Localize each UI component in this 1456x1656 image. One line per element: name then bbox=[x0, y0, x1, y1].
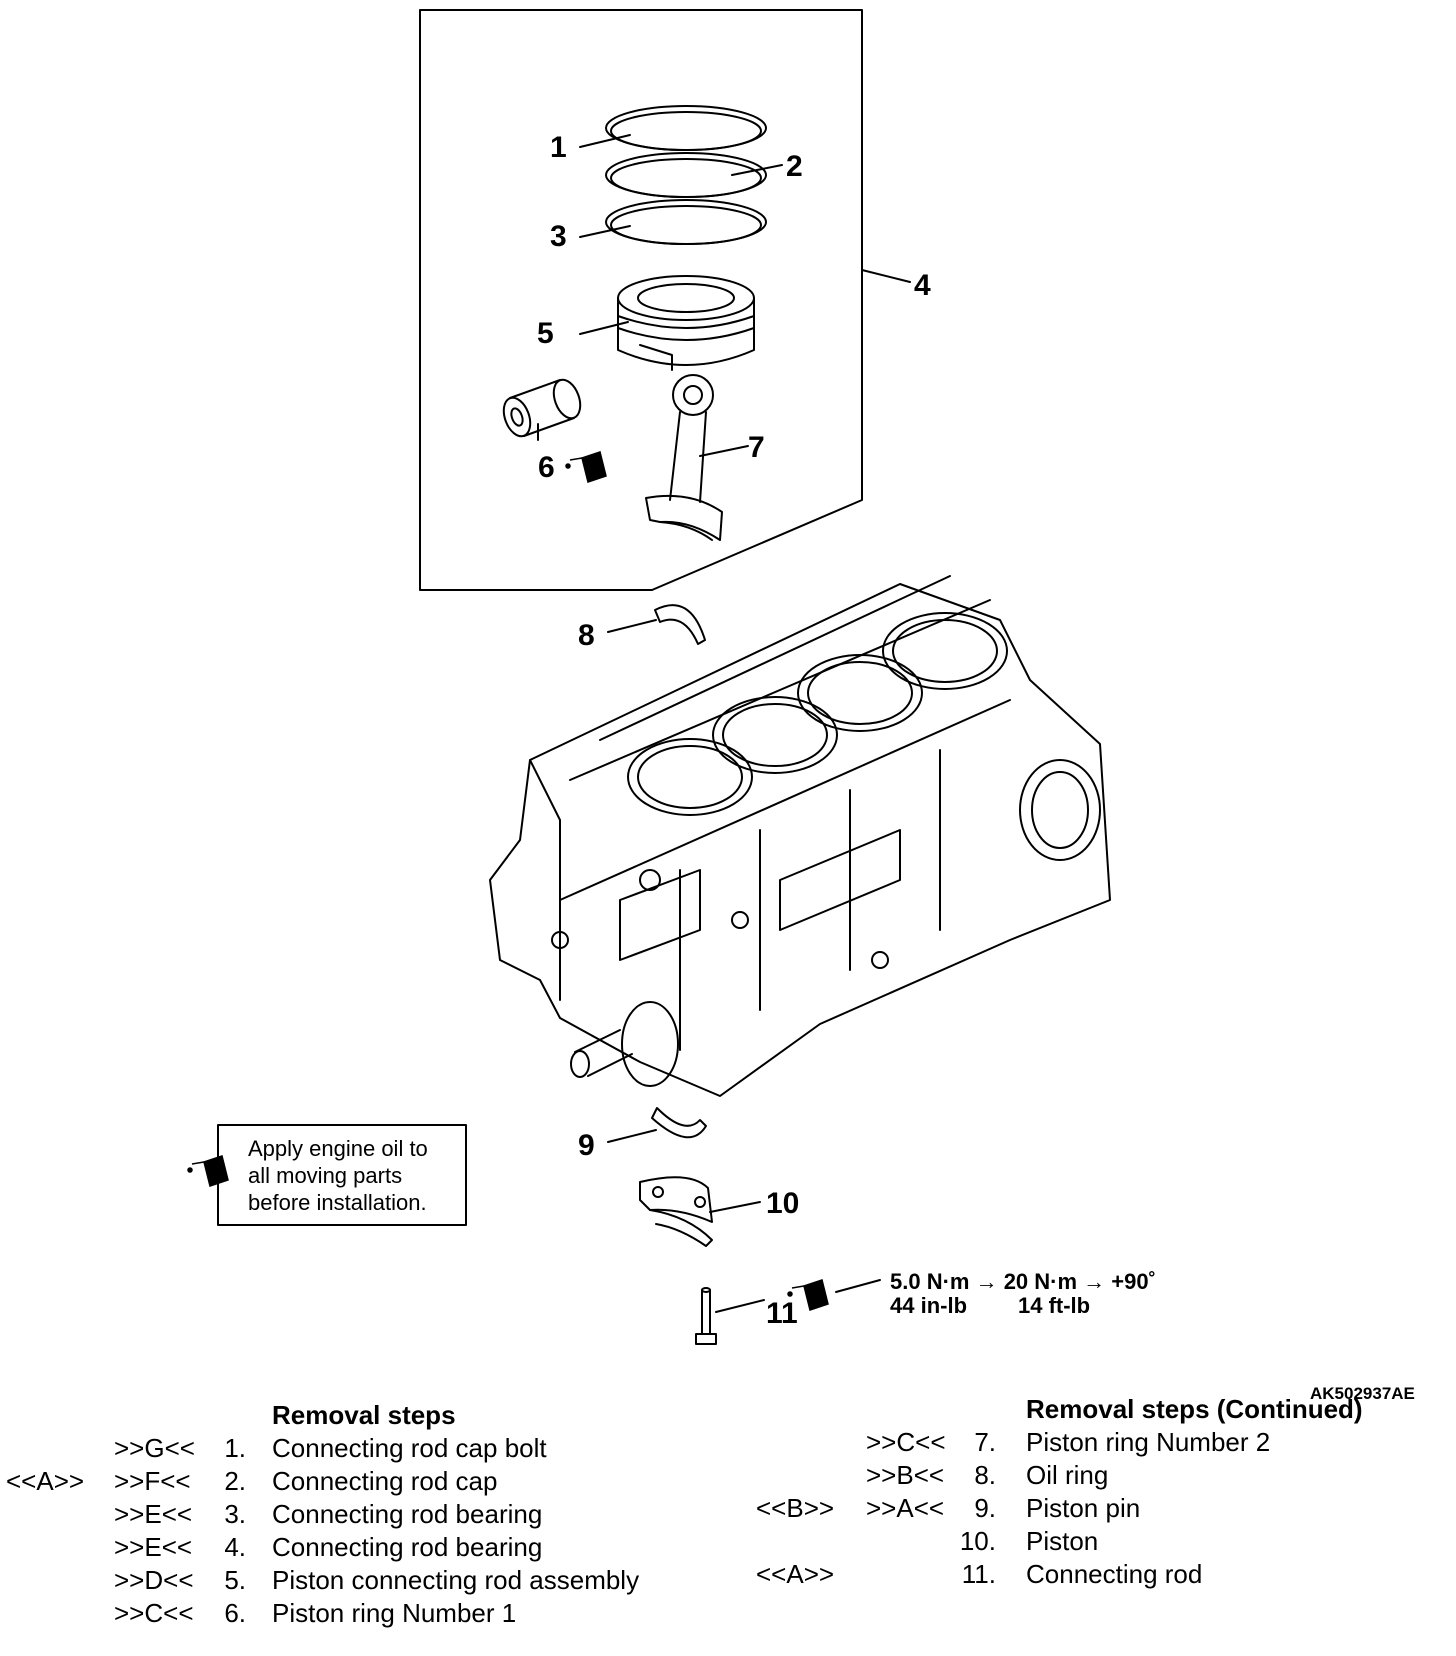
step-number: 9. bbox=[974, 1493, 996, 1523]
part-name: Oil ring bbox=[1026, 1460, 1109, 1490]
callout-11: 7 bbox=[748, 431, 765, 464]
bearing-upper bbox=[654, 604, 706, 645]
step-number: 4. bbox=[224, 1532, 246, 1562]
leader-6 bbox=[579, 134, 631, 148]
installation-mark: >>G<< bbox=[114, 1433, 195, 1463]
leader-3 bbox=[607, 1129, 657, 1143]
part-name: Piston connecting rod assembly bbox=[272, 1565, 640, 1595]
part-name: Connecting rod cap bbox=[272, 1466, 498, 1496]
leader-10 bbox=[579, 321, 629, 335]
rod-cap-bolt bbox=[695, 1287, 717, 1345]
rod-cap bbox=[639, 1176, 713, 1247]
callout-1: 11 bbox=[766, 1297, 798, 1330]
oil-can-icon-piston-pin bbox=[565, 451, 607, 483]
callout-5: 4 bbox=[914, 269, 931, 302]
note-line-2: all moving parts bbox=[248, 1163, 402, 1188]
assembly-frame bbox=[419, 9, 863, 591]
piston bbox=[617, 275, 755, 371]
oil-can-icon bbox=[187, 1155, 229, 1187]
step-number: 7. bbox=[974, 1427, 996, 1457]
oil-ring bbox=[605, 199, 767, 245]
piston-ring-1 bbox=[605, 105, 767, 151]
removal-steps-heading: Removal steps bbox=[272, 1400, 456, 1430]
installation-mark: >>D<< bbox=[114, 1565, 194, 1595]
leader-11 bbox=[699, 445, 749, 457]
leader-7 bbox=[731, 164, 783, 176]
callout-3: 9 bbox=[578, 1129, 595, 1162]
part-name: Piston ring Number 1 bbox=[272, 1598, 517, 1628]
leader-1 bbox=[715, 1299, 765, 1313]
part-name: Connecting rod bearing bbox=[272, 1499, 543, 1529]
figure-id: AK502937AE bbox=[1310, 1384, 1415, 1403]
piston-pin bbox=[502, 378, 582, 438]
connecting-rod bbox=[645, 374, 723, 541]
part-name: Piston pin bbox=[1026, 1493, 1141, 1523]
leader-8 bbox=[579, 225, 631, 238]
oil-can-icon-bolt bbox=[787, 1279, 829, 1311]
installation-mark: >>F<< bbox=[114, 1466, 191, 1496]
callout-2: 10 bbox=[766, 1187, 799, 1220]
step-number: 1. bbox=[224, 1433, 246, 1463]
removal-steps-right: Removal steps (Continued) >>C<< 7. Pisto… bbox=[740, 1394, 1456, 1594]
step-number: 11. bbox=[961, 1559, 996, 1589]
removal-steps-left: Removal steps >>G<< 1. Connecting rod ca… bbox=[0, 1400, 700, 1656]
leader-2 bbox=[709, 1201, 761, 1213]
torque-line-1: 5.0 N·m → 20 N·m → +90˚ bbox=[890, 1269, 1156, 1294]
torque-line-2-imperial: 14 ft-lb bbox=[1018, 1293, 1090, 1318]
installation-mark: >>C<< bbox=[866, 1427, 946, 1457]
step-number: 6. bbox=[224, 1598, 246, 1628]
exploded-view-diagram: 1 2 3 4 5 6 7 8 9 10 11 5.0 N·m → 20 N·m… bbox=[187, 9, 1156, 1345]
pre-removal-mark: <<A>> bbox=[6, 1466, 85, 1496]
bearing-lower bbox=[651, 1107, 707, 1139]
step-number: 8. bbox=[974, 1460, 996, 1490]
pre-removal-mark: <<B>> bbox=[756, 1493, 835, 1523]
installation-mark: >>E<< bbox=[114, 1499, 193, 1529]
part-name: Piston bbox=[1026, 1526, 1099, 1556]
installation-mark: >>A<< bbox=[866, 1493, 945, 1523]
cylinder-block bbox=[489, 575, 1111, 1097]
leader-4 bbox=[607, 619, 657, 633]
step-number: 2. bbox=[224, 1466, 246, 1496]
part-name: Connecting rod bearing bbox=[272, 1532, 543, 1562]
callout-8: 3 bbox=[550, 220, 567, 253]
note-line-3: before installation. bbox=[248, 1190, 427, 1215]
callout-4: 8 bbox=[578, 619, 595, 652]
step-number: 5. bbox=[224, 1565, 246, 1595]
note-line-1: Apply engine oil to bbox=[248, 1136, 428, 1161]
callout-7: 2 bbox=[786, 150, 803, 183]
installation-mark: >>B<< bbox=[866, 1460, 945, 1490]
callout-6: 1 bbox=[550, 131, 567, 164]
installation-mark: >>C<< bbox=[114, 1598, 194, 1628]
piston-ring-2 bbox=[605, 152, 767, 198]
callout-10: 5 bbox=[537, 317, 554, 350]
leader-torque bbox=[835, 1279, 881, 1293]
pre-removal-mark: <<A>> bbox=[756, 1559, 835, 1589]
part-name: Piston ring Number 2 bbox=[1026, 1427, 1271, 1457]
removal-steps-continued-heading: Removal steps (Continued) bbox=[1026, 1394, 1363, 1424]
step-number: 10. bbox=[959, 1526, 996, 1556]
leader-5 bbox=[861, 269, 911, 283]
part-name: Connecting rod cap bolt bbox=[272, 1433, 547, 1463]
part-name: Connecting rod bbox=[1026, 1559, 1203, 1589]
installation-mark: >>E<< bbox=[114, 1532, 193, 1562]
callout-9: 6 bbox=[538, 451, 555, 484]
torque-line-2-metric: 44 in-lb bbox=[890, 1293, 967, 1318]
step-number: 3. bbox=[224, 1499, 246, 1529]
